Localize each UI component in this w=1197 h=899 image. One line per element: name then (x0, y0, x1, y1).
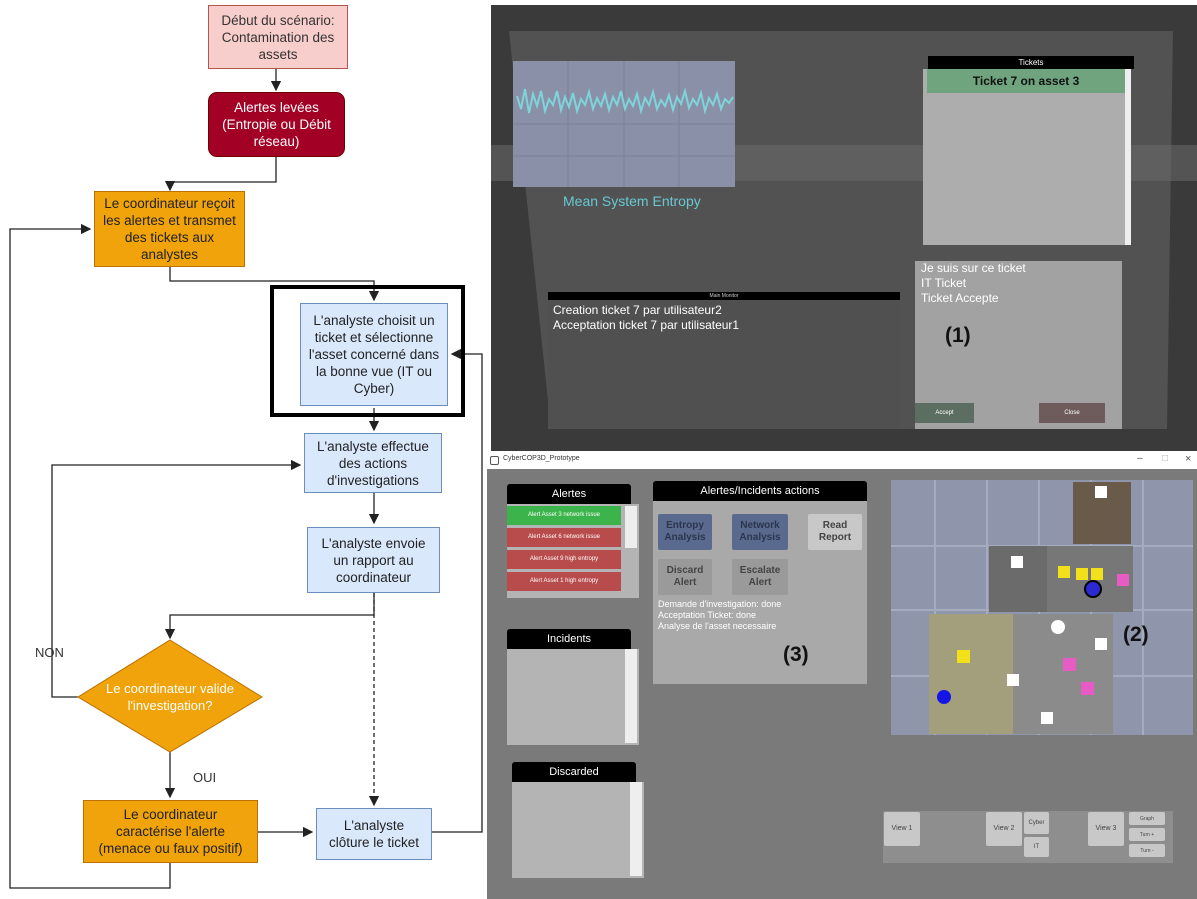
incidents-panel (507, 649, 639, 745)
read-report-button[interactable]: Read Report (808, 514, 862, 550)
close-window-button[interactable]: × (1185, 453, 1192, 465)
minimize-button[interactable]: – (1137, 453, 1143, 464)
graph-button[interactable]: Graph (1129, 812, 1165, 825)
alert-row-3[interactable]: Alert Asset 9 high entropy (507, 550, 621, 569)
map-marker[interactable] (1117, 574, 1129, 586)
desktop-app-window: CyberCOP3D_Prototype – □ × Alertes Alert… (487, 453, 1197, 899)
entropy-sparkline (513, 61, 735, 187)
analyst-investigate-node: L'analyste effectue des actions d'invest… (304, 433, 442, 493)
map-marker[interactable] (1058, 566, 1070, 578)
flowchart-connectors (9, 69, 483, 889)
escalate-alert-button[interactable]: Escalate Alert (732, 559, 788, 595)
map-marker[interactable] (1091, 568, 1103, 580)
map-room-bottom-left (929, 614, 1013, 734)
label-oui: OUI (193, 770, 217, 785)
map-marker[interactable] (1041, 712, 1053, 724)
ticket-detail-line-1: Je suis sur ce ticket (921, 261, 1026, 275)
entropy-analysis-button[interactable]: Entropy Analysis (658, 514, 712, 550)
map-marker[interactable] (1095, 638, 1107, 650)
log-line-2: Acceptation ticket 7 par utilisateur1 (553, 318, 740, 332)
map-marker[interactable] (1051, 620, 1065, 634)
decision-node: Le coordinateur valide l'investigation? (106, 681, 234, 713)
tickets-scrollbar[interactable] (1125, 69, 1131, 245)
alert-row-4[interactable]: Alert Asset 1 high entropy (507, 572, 621, 591)
callout-2: (2) (1123, 623, 1149, 646)
alerts-node: Alertes levées (Entropie ou Débit réseau… (208, 92, 345, 157)
view-3-button[interactable]: View 3 (1088, 812, 1124, 846)
tickets-panel (923, 69, 1130, 245)
selected-asset-marker[interactable] (1084, 580, 1102, 598)
discarded-header: Discarded (512, 762, 636, 782)
log-panel (548, 300, 900, 429)
alert-row-2[interactable]: Alert Asset 6 network issue (507, 528, 621, 547)
coordinator-receive-node: Le coordinateur reçoit les alertes et tr… (94, 191, 245, 267)
floor-map[interactable] (891, 480, 1193, 735)
app-icon (490, 456, 499, 465)
status-line-1: Demande d'investigation: done (658, 599, 782, 609)
callout-1: (1) (945, 324, 971, 347)
ticket-detail-line-2: IT Ticket (921, 276, 967, 290)
view-2-button[interactable]: View 2 (986, 812, 1022, 846)
actions-header: Alertes/Incidents actions (653, 481, 867, 501)
map-marker[interactable] (957, 650, 970, 663)
coordinator-characterize-node: Le coordinateur caractérise l'alerte (me… (83, 800, 258, 863)
close-button[interactable]: Close (1039, 403, 1105, 423)
discarded-scrollbar[interactable] (630, 782, 642, 876)
analyst-report-node: L'analyste envoie un rapport au coordina… (307, 527, 440, 593)
decision-diamond-shape (77, 639, 263, 753)
ticket-detail-panel (915, 261, 1122, 429)
vr-view: Mean System Entropy Tickets Ticket 7 on … (491, 5, 1197, 451)
alerts-header: Alertes (507, 484, 631, 504)
window-title: CyberCOP3D_Prototype (503, 455, 580, 462)
discarded-panel (512, 782, 644, 878)
entropy-label: Mean System Entropy (563, 193, 701, 209)
view-1-button[interactable]: View 1 (884, 812, 920, 846)
network-analysis-button[interactable]: Network Analysis (732, 514, 788, 550)
analyst-close-node: L'analyste clôture le ticket (316, 808, 432, 860)
analyst-choose-node: L'analyste choisit un ticket et sélectio… (300, 303, 448, 406)
map-marker[interactable] (1011, 556, 1023, 568)
alerts-panel: Alert Asset 3 network issue Alert Asset … (507, 504, 639, 598)
map-marker[interactable] (1081, 682, 1094, 695)
callout-3: (3) (783, 643, 809, 666)
ticket-detail-line-3: Ticket Accepte (921, 291, 999, 305)
log-header: Main Monitor (548, 292, 900, 300)
cyber-view-button[interactable]: Cyber (1024, 812, 1049, 834)
tickets-header: Tickets (928, 56, 1134, 69)
alerts-scrollbar[interactable] (625, 506, 637, 548)
map-marker[interactable] (1076, 568, 1088, 580)
it-view-button[interactable]: IT (1024, 837, 1049, 857)
ticket-item[interactable]: Ticket 7 on asset 3 (927, 69, 1125, 93)
map-marker[interactable] (937, 690, 951, 704)
map-marker[interactable] (1095, 486, 1107, 498)
status-line-2: Acceptation Ticket: done (658, 610, 757, 620)
turn-minus-button[interactable]: Turn - (1129, 844, 1165, 857)
accept-button[interactable]: Accept (915, 403, 974, 423)
map-room-bottom (1013, 614, 1113, 734)
start-node: Début du scénario: Contamination des ass… (208, 5, 348, 69)
turn-plus-button[interactable]: Turn + (1129, 828, 1165, 841)
discard-alert-button[interactable]: Discard Alert (658, 559, 712, 595)
highlight-frame (270, 285, 465, 417)
map-marker[interactable] (1063, 658, 1076, 671)
alert-row-1[interactable]: Alert Asset 3 network issue (507, 506, 621, 525)
map-marker[interactable] (1007, 674, 1019, 686)
maximize-button[interactable]: □ (1162, 453, 1169, 464)
label-non: NON (35, 645, 64, 660)
log-line-1: Creation ticket 7 par utilisateur2 (553, 303, 722, 317)
title-bar: CyberCOP3D_Prototype – □ × (487, 453, 1197, 469)
incidents-header: Incidents (507, 629, 631, 649)
entropy-chart (513, 61, 735, 187)
status-line-3: Analyse de l'asset necessaire (658, 621, 777, 631)
incidents-scrollbar[interactable] (625, 649, 637, 743)
